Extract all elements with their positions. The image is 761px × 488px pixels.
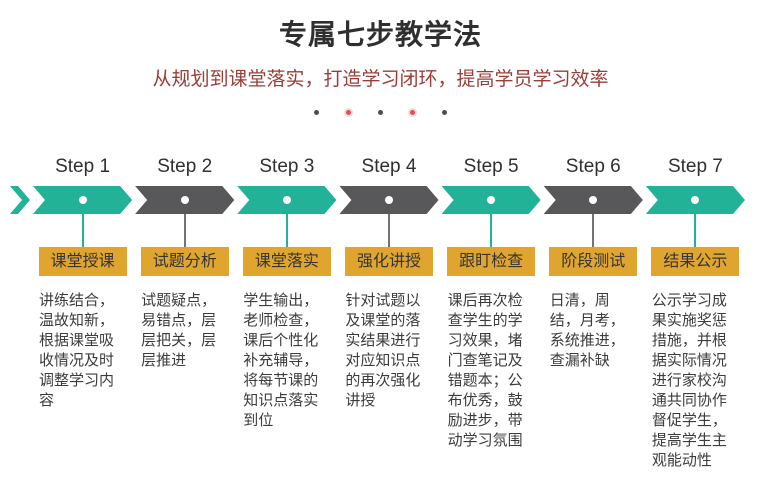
- seven-step-teaching-infographic: 专属七步教学法 从规划到课堂落实，打造学习闭环，提高学员学习效率 Step 1 …: [0, 16, 761, 488]
- lead-arrow-icon: [10, 186, 30, 214]
- step-tag: 阶段测试: [549, 247, 638, 276]
- chevron-dot-icon: [181, 196, 189, 204]
- step-column: Step 3 课堂落实 学生输出，老师检查，课后个性化补充辅导，将每节课的知识点…: [237, 154, 336, 431]
- step-tag: 课堂授课: [38, 247, 127, 276]
- step-tag: 跟盯检查: [447, 247, 536, 276]
- chevron-dot-icon: [283, 196, 291, 204]
- step-label: Step 6: [565, 156, 621, 177]
- chevron-dot-icon: [79, 196, 87, 204]
- step-column: Step 1 课堂授课 讲练结合，温故知新，根据课堂吸收情况及时调整学习内容: [33, 154, 132, 411]
- connector-line: [694, 214, 697, 247]
- step-column: Step 7 结果公示 公示学习成果实施奖惩措施，并根据实际情况进行家校沟通共同…: [646, 154, 745, 471]
- step-description: 公示学习成果实施奖惩措施，并根据实际情况进行家校沟通共同协作督促学生，提高学生主…: [651, 292, 727, 469]
- pager-dot-icon: [314, 109, 319, 115]
- step-column: Step 6 阶段测试 日清，周结，月考，系统推进，查漏补缺: [544, 154, 643, 371]
- pager-dot-icon: [346, 109, 351, 115]
- chevron-arrow-icon: [646, 186, 745, 214]
- step-column: Step 2 试题分析 试题疑点，易错点，层层把关，层层推进: [135, 154, 234, 371]
- step-description: 日清，周结，月考，系统推进，查漏补缺: [549, 292, 625, 369]
- step-label: Step 3: [259, 156, 315, 177]
- chevron-arrow-icon: [237, 186, 336, 214]
- chevron-dot-icon: [589, 196, 597, 204]
- chevron-dot-icon: [691, 196, 699, 204]
- step-label: Step 5: [463, 156, 519, 177]
- chevron-arrow-icon: [544, 186, 643, 214]
- flow-lead: [10, 154, 30, 214]
- connector-line: [81, 214, 84, 247]
- step-tag: 强化讲授: [344, 247, 433, 276]
- connector-line: [285, 214, 288, 247]
- step-description: 讲练结合，温故知新，根据课堂吸收情况及时调整学习内容: [39, 292, 115, 409]
- chevron-arrow-icon: [442, 186, 541, 214]
- connector-line: [592, 214, 595, 247]
- chevron-arrow-icon: [339, 186, 438, 214]
- step-column: Step 4 强化讲授 针对试题以及课堂的落实结果进行对应知识点的再次强化讲授: [339, 154, 438, 411]
- step-tag: 试题分析: [140, 247, 229, 276]
- step-label: Step 7: [667, 156, 723, 177]
- step-description: 课后再次检查学生的学习效果，堵门查笔记及错题本；公布优秀，鼓励进步，带动学习氛围: [447, 292, 523, 449]
- page-subtitle: 从规划到课堂落实，打造学习闭环，提高学员学习效率: [152, 69, 609, 90]
- step-tag: 结果公示: [651, 247, 740, 276]
- step-label: Step 2: [157, 156, 213, 177]
- step-flow: Step 1 课堂授课 讲练结合，温故知新，根据课堂吸收情况及时调整学习内容 S…: [10, 154, 745, 471]
- chevron-arrow-icon: [33, 186, 132, 214]
- pager-dot-icon: [410, 109, 415, 115]
- step-description: 针对试题以及课堂的落实结果进行对应知识点的再次强化讲授: [345, 292, 421, 409]
- pager-dot-icon: [378, 109, 383, 115]
- page-title: 专属七步教学法: [278, 19, 482, 50]
- step-column: Step 5 跟盯检查 课后再次检查学生的学习效果，堵门查笔记及错题本；公布优秀…: [442, 154, 541, 451]
- connector-line: [183, 214, 186, 247]
- connector-line: [387, 214, 390, 247]
- chevron-arrow-icon: [135, 186, 234, 214]
- step-description: 学生输出，老师检查，课后个性化补充辅导，将每节课的知识点落实到位: [243, 292, 319, 429]
- step-label: Step 1: [55, 156, 111, 177]
- chevron-dot-icon: [487, 196, 495, 204]
- chevron-dot-icon: [385, 196, 393, 204]
- step-tag: 课堂落实: [242, 247, 331, 276]
- step-label: Step 4: [361, 156, 417, 177]
- pager-dots: [0, 109, 761, 115]
- step-description: 试题疑点，易错点，层层把关，层层推进: [141, 292, 217, 369]
- connector-line: [490, 214, 493, 247]
- pager-dot-icon: [442, 109, 447, 115]
